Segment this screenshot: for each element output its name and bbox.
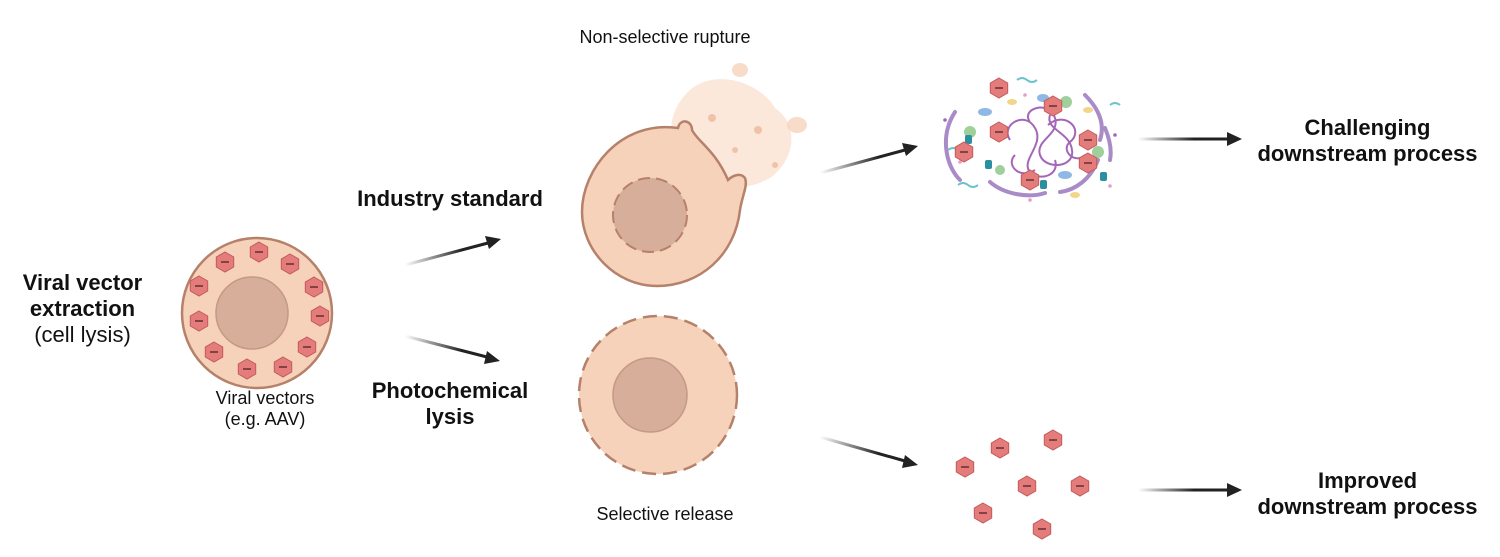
photochemical-line1: Photochemical [371, 378, 529, 403]
viral-vectors-line2: (e.g. AAV) [224, 409, 306, 430]
title-sub: (cell lysis) [34, 321, 131, 347]
debris-mixture [943, 77, 1121, 202]
arrow-to-photochemical [404, 334, 500, 364]
viral-vectors-caption: Viral vectors (e.g. AAV) [195, 388, 335, 430]
non-selective-rupture-label: Non-selective rupture [579, 27, 751, 47]
selective-cell [577, 314, 739, 476]
arrow-to-released-vectors [819, 435, 918, 468]
challenging-line2: downstream process [1257, 140, 1478, 166]
source-cell [180, 236, 334, 390]
title-line1: Viral vector [22, 270, 143, 295]
viral-vectors-line1: Viral vectors [215, 388, 315, 408]
industry-standard-label: Industry standard [357, 186, 543, 211]
ruptured-cell [580, 63, 807, 288]
improved-downstream-label: Improved downstream process [1235, 468, 1500, 520]
selective-release-label: Selective release [596, 504, 734, 524]
viral-vector-extraction-title: Viral vector extraction (cell lysis) [0, 270, 165, 348]
released-vectors [955, 429, 1090, 540]
arrow-to-challenging [1138, 132, 1242, 146]
improved-line1: Improved [1317, 468, 1418, 493]
photochemical-lysis-label: Photochemical lysis [350, 378, 550, 430]
improved-line2: downstream process [1257, 493, 1478, 519]
title-line2: extraction [29, 295, 136, 321]
challenging-downstream-label: Challenging downstream process [1235, 115, 1500, 167]
challenging-line1: Challenging [1304, 115, 1431, 140]
photochemical-line2: lysis [425, 403, 475, 429]
arrow-to-improved [1138, 483, 1242, 497]
arrow-to-debris [819, 143, 918, 175]
arrow-to-industry [404, 236, 501, 267]
